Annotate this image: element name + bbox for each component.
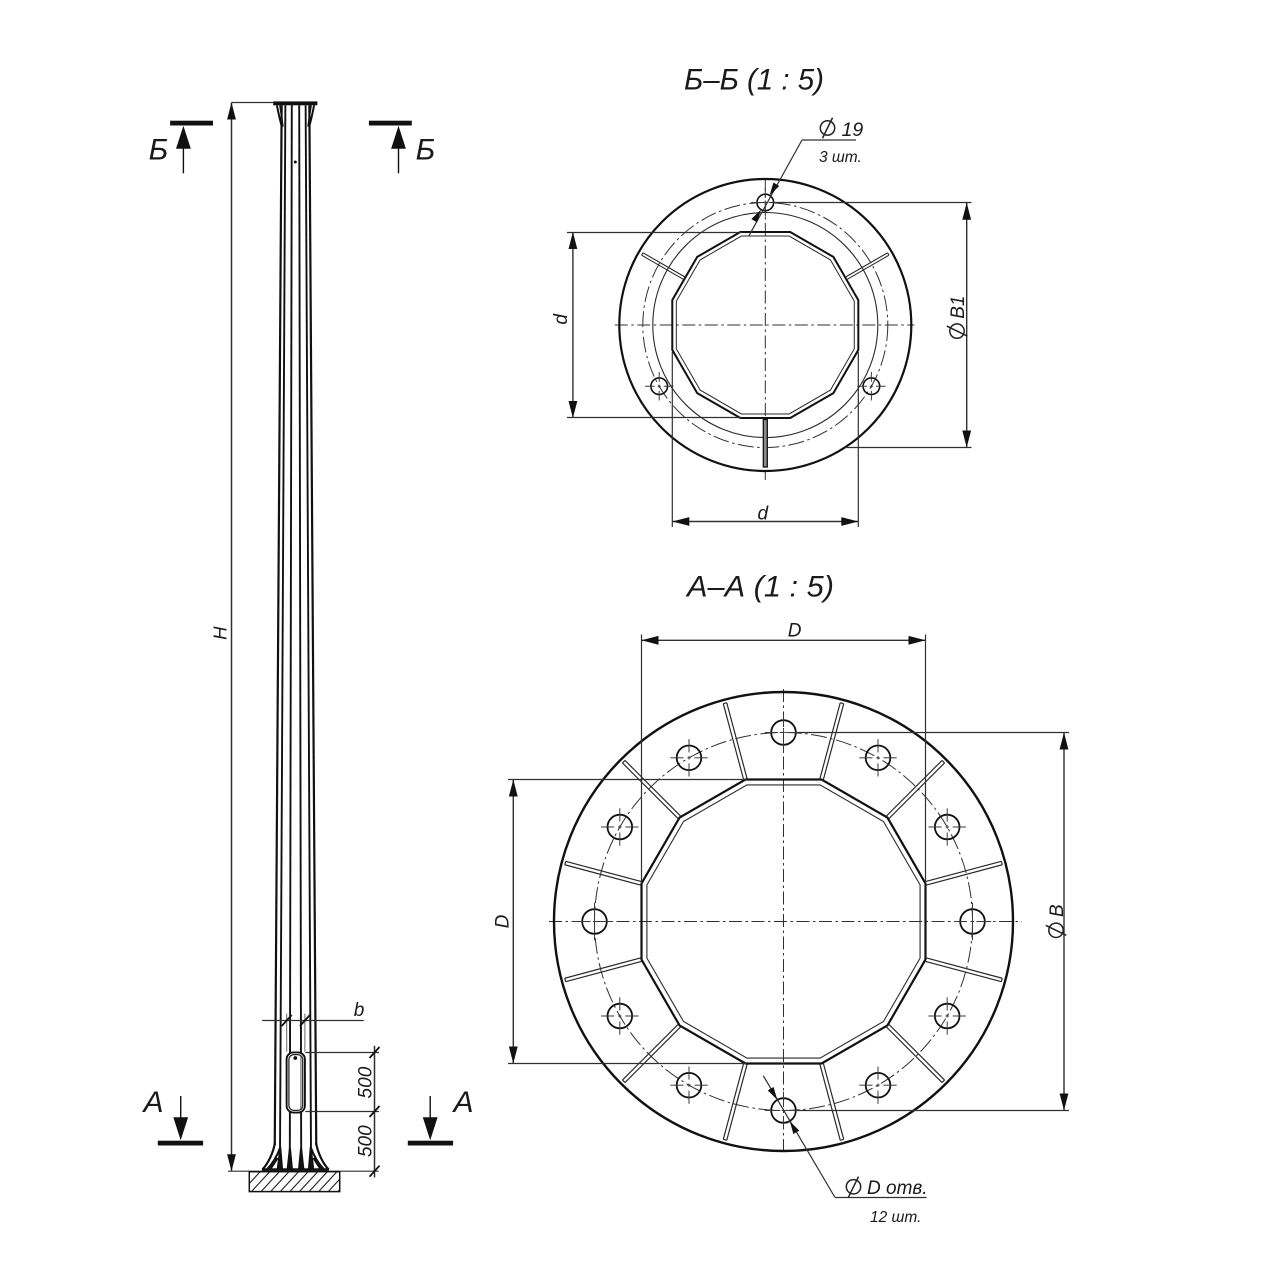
svg-text:Б: Б — [149, 133, 169, 166]
svg-text:12 шт.: 12 шт. — [870, 1209, 921, 1226]
svg-text:Б–Б (1 : 5): Б–Б (1 : 5) — [684, 64, 824, 97]
svg-text:А–А (1 : 5): А–А (1 : 5) — [685, 571, 834, 604]
svg-text:H: H — [209, 626, 230, 640]
svg-text:B1: B1 — [948, 296, 969, 319]
svg-text:D: D — [788, 620, 802, 641]
svg-text:d: d — [758, 503, 770, 524]
svg-text:3 шт.: 3 шт. — [819, 149, 862, 166]
svg-text:d: d — [551, 313, 572, 325]
svg-text:500: 500 — [355, 1066, 376, 1098]
svg-text:19: 19 — [842, 119, 864, 141]
svg-text:b: b — [354, 1000, 365, 1021]
svg-text:А: А — [141, 1086, 163, 1119]
svg-text:B: B — [1047, 904, 1068, 917]
svg-text:D: D — [492, 914, 513, 928]
svg-text:D отв.: D отв. — [867, 1178, 928, 1199]
svg-text:500: 500 — [355, 1125, 376, 1157]
svg-text:А: А — [451, 1086, 473, 1119]
svg-text:Б: Б — [416, 133, 436, 166]
